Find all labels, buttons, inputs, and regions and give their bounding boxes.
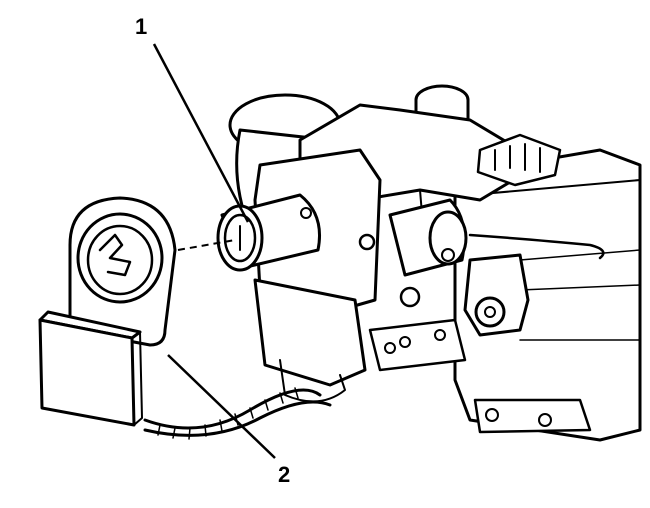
alignment-dashed-line: [177, 239, 236, 251]
callout-1: 1: [135, 14, 250, 223]
key-reader-sensor: [38, 196, 332, 440]
callout-1-leader-line: [152, 43, 250, 223]
callout-2-leader-line: [167, 354, 276, 459]
steering-column-housing: [453, 148, 642, 442]
callout-2: 2: [167, 354, 290, 487]
callout-2-label: 2: [278, 462, 290, 487]
callout-1-label: 1: [135, 14, 147, 39]
ignition-lock-cylinder: [216, 193, 322, 272]
